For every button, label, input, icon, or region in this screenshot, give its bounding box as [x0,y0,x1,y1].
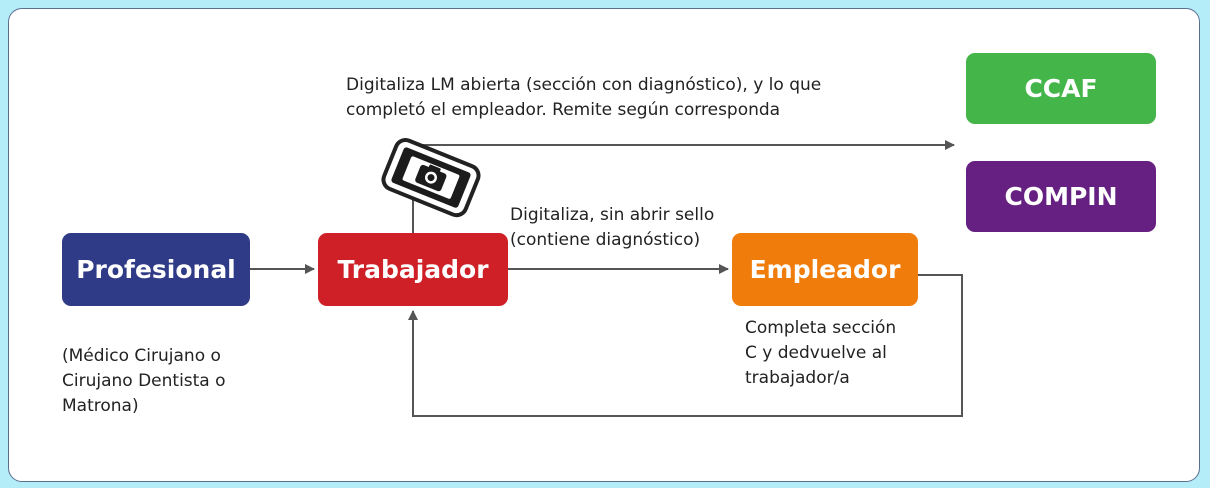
label-profesional-note: (Médico Cirujano o Cirujano Dentista o M… [62,346,226,416]
label-digitaliza-remite: Digitaliza LM abierta (sección con diagn… [346,75,822,120]
smartphone-camera-icon [381,138,481,218]
arrow-empleador-back-to-trabajador [408,274,963,417]
label-empleador-note: Completa sección C y dedvuelve al trabaj… [745,318,897,388]
label-digitaliza-sin-abrir: Digitaliza, sin abrir sello (contiene di… [510,205,715,250]
node-ccaf: CCAF [966,53,1156,124]
node-profesional: Profesional [62,233,250,306]
node-empleador: Empleador [732,233,918,306]
node-trabajador: Trabajador [318,233,508,306]
node-compin: COMPIN [966,161,1156,232]
